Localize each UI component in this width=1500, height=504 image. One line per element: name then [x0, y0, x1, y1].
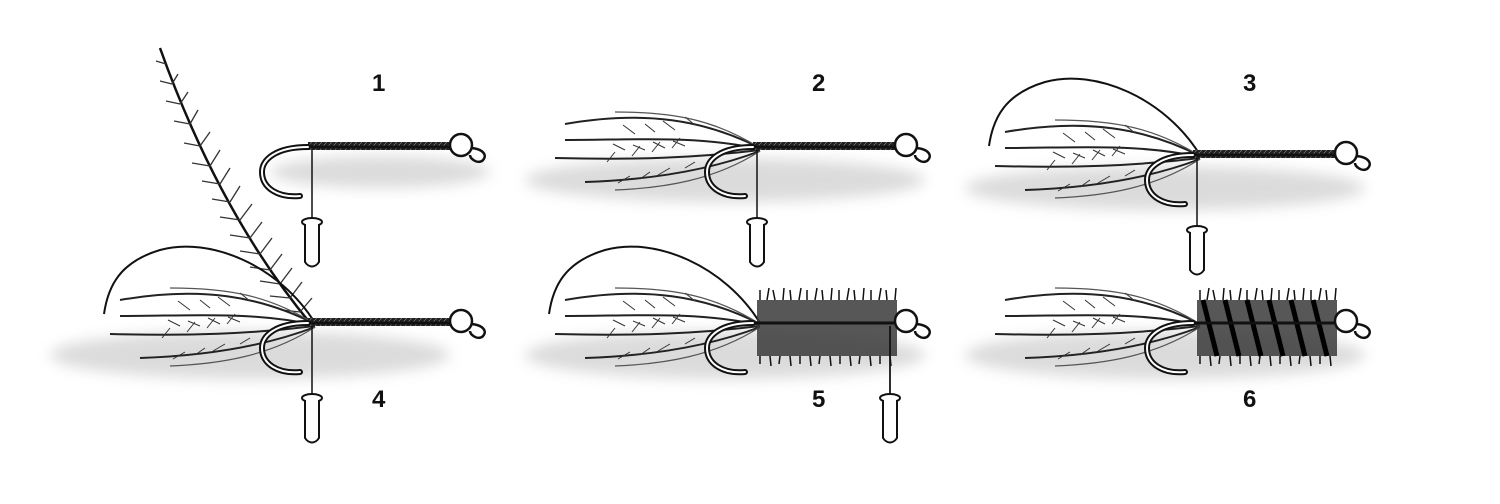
step-1-illustration: [262, 134, 490, 268]
step-2-illustration: [525, 111, 930, 268]
step-6-illustration: [965, 287, 1370, 379]
step-number-3: 3: [1243, 70, 1257, 97]
step-number-2: 2: [812, 70, 826, 97]
step-4-illustration: [50, 46, 485, 444]
step-5-illustration: [525, 245, 930, 444]
step-number-5: 5: [812, 386, 826, 413]
step-number-1: 1: [372, 70, 386, 97]
step-number-4: 4: [372, 386, 386, 413]
step-number-6: 6: [1243, 386, 1257, 413]
step-3-illustration: [965, 77, 1370, 276]
